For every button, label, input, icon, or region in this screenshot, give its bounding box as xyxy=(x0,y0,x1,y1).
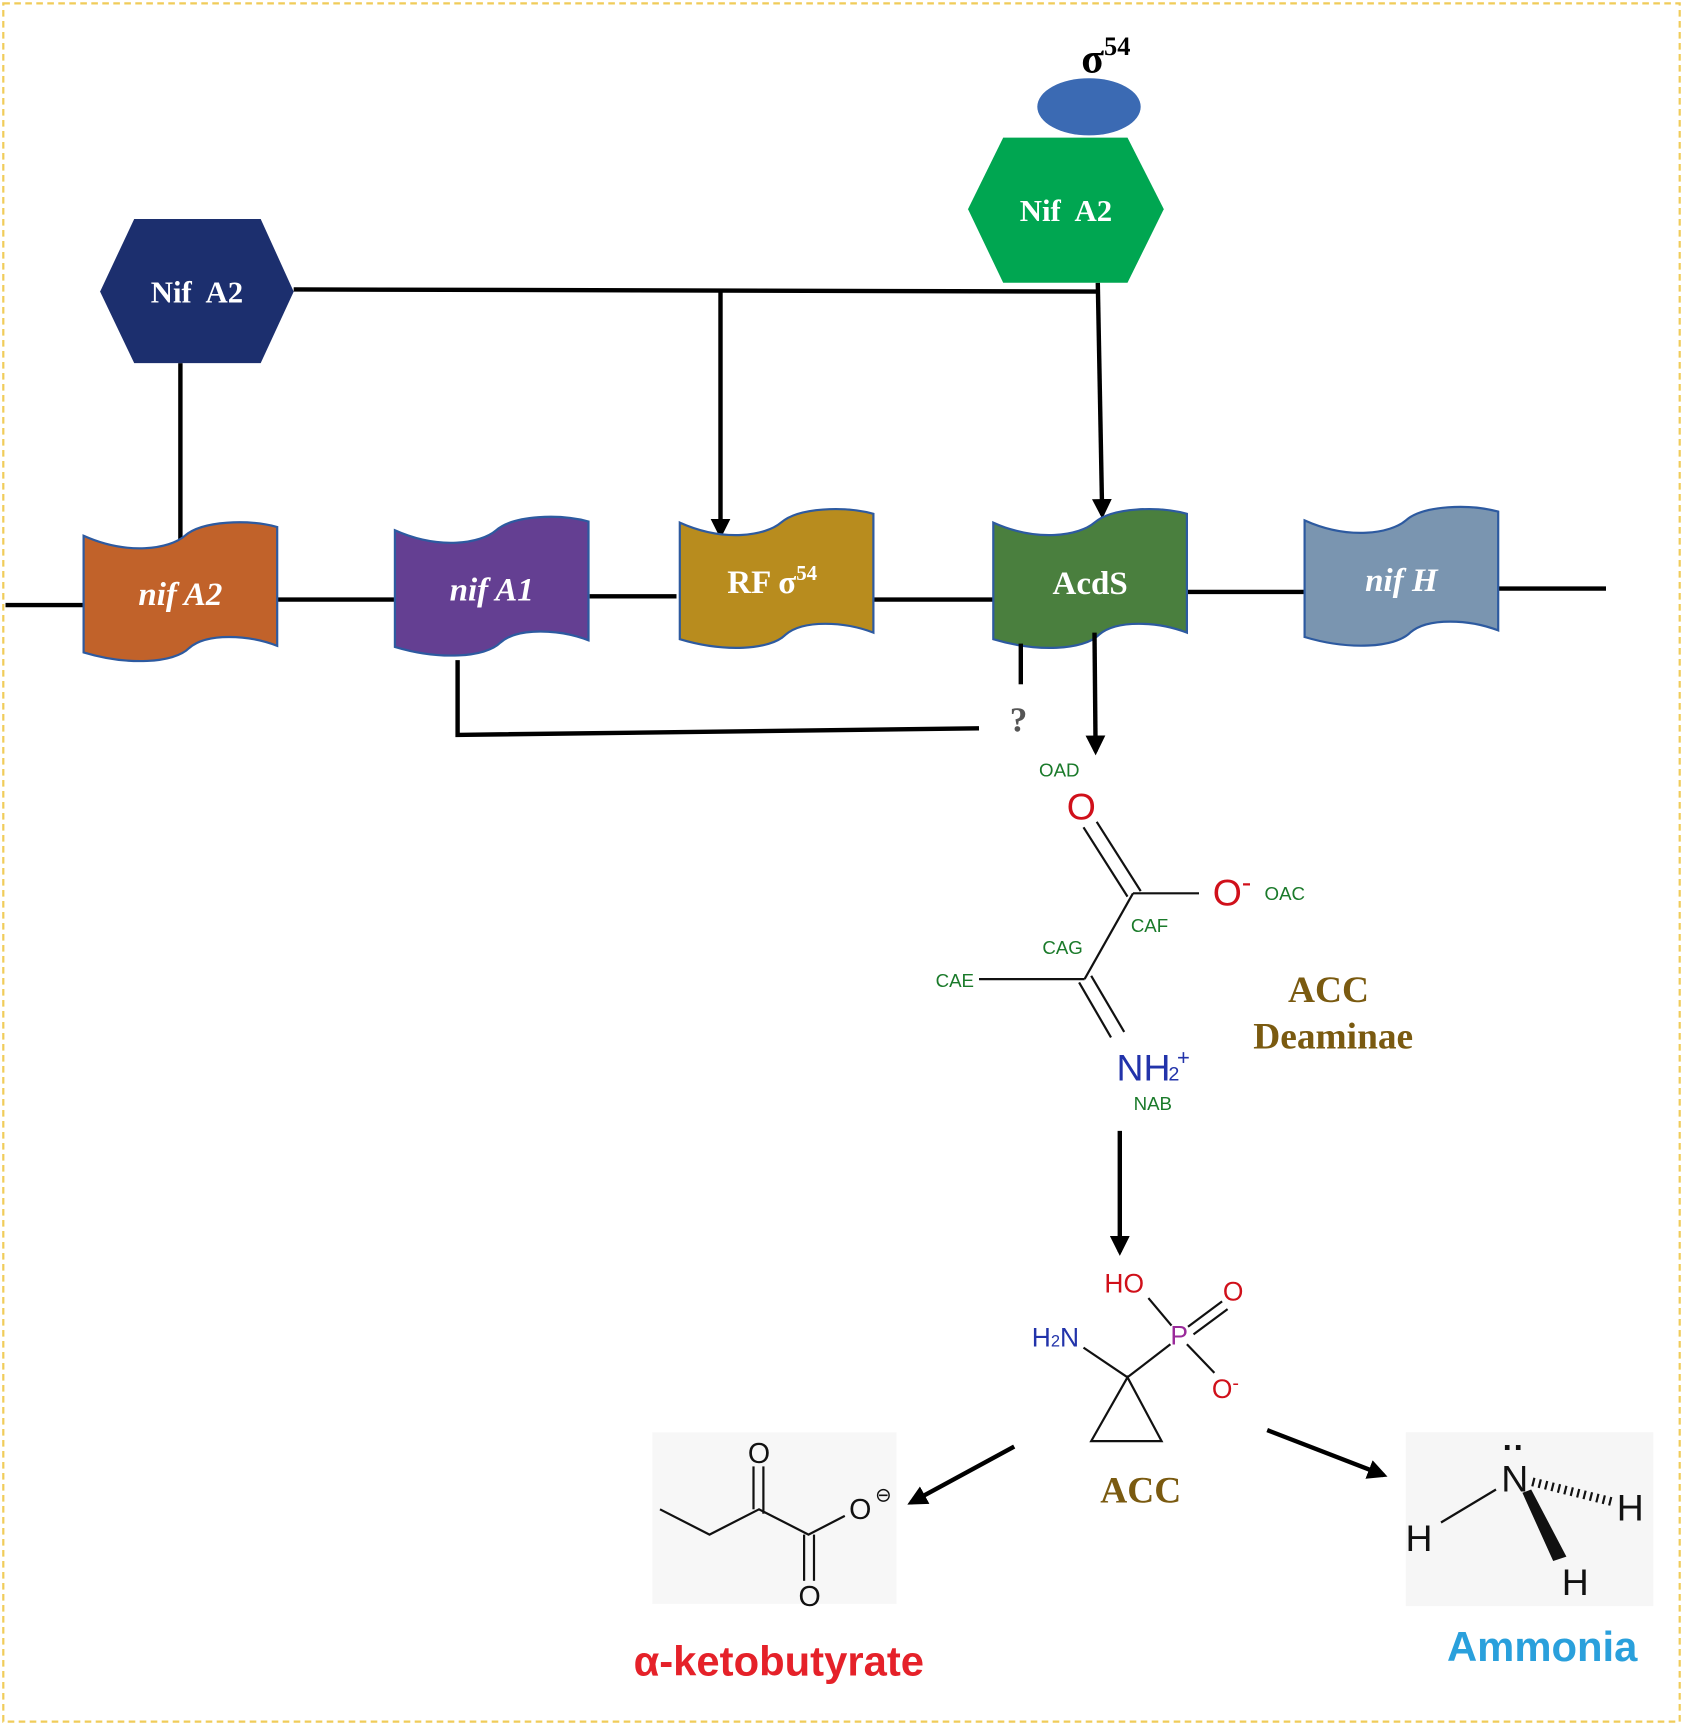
gene-rf-sigma54: RF σ54 xyxy=(678,508,875,649)
svg-text:O-: O- xyxy=(1212,1372,1239,1404)
svg-text:NH2: NH2 xyxy=(1116,1046,1179,1088)
svg-text:AcdS: AcdS xyxy=(1053,566,1128,602)
connector-line xyxy=(293,287,1101,294)
nifa2-right-label: Nif A2 xyxy=(1020,194,1112,228)
svg-text:O: O xyxy=(1223,1276,1244,1306)
svg-text:O: O xyxy=(1067,786,1096,828)
svg-text:H: H xyxy=(1562,1561,1589,1603)
svg-text:O-: O- xyxy=(1213,867,1252,913)
ketobutyrate-structure: O O ⊖ O xyxy=(652,1432,897,1613)
svg-text:OAD: OAD xyxy=(1039,760,1080,781)
svg-text:H: H xyxy=(1617,1486,1644,1528)
ketobutyrate-label: α-ketobutyrate xyxy=(634,1637,924,1684)
svg-text:N: N xyxy=(1501,1458,1528,1500)
svg-text:⊖: ⊖ xyxy=(875,1485,892,1507)
ammonia-structure: N ·· H H H xyxy=(1405,1429,1654,1607)
gene-nifA1: nif A1 xyxy=(393,515,590,657)
ammonia-label: Ammonia xyxy=(1447,1623,1638,1670)
svg-text:H: H xyxy=(1405,1517,1432,1559)
acc-label: ACC xyxy=(1100,1471,1181,1512)
svg-text:CAG: CAG xyxy=(1042,937,1083,958)
svg-text:··: ·· xyxy=(1503,1429,1525,1466)
gene-acds: AcdS xyxy=(992,508,1189,649)
svg-text:CAE: CAE xyxy=(936,970,974,991)
svg-text:H2N: H2N xyxy=(1032,1323,1079,1353)
svg-text:nif H: nif H xyxy=(1365,563,1439,599)
acc-structure: HO O H2N P O- xyxy=(1032,1269,1244,1443)
svg-text:nif A1: nif A1 xyxy=(450,573,534,609)
svg-text:HO: HO xyxy=(1104,1269,1144,1299)
svg-text:O: O xyxy=(798,1581,820,1613)
feedback-line xyxy=(455,660,980,738)
nifa2-protein-right: Nif A2 xyxy=(968,137,1164,283)
sigma54-label: σ54 xyxy=(1081,31,1130,83)
svg-text:nif A2: nif A2 xyxy=(138,577,222,613)
svg-text:OAC: OAC xyxy=(1265,883,1306,904)
dna-backbone xyxy=(5,586,1607,608)
iminopropanoate-structure: OAD O O- OAC CAF CAG CAE NH2 + NAB xyxy=(936,760,1305,1114)
enzyme-label: ACC Deaminae xyxy=(1253,970,1413,1057)
nifa2-protein-left: Nif A2 xyxy=(100,219,294,364)
svg-text:P: P xyxy=(1170,1320,1188,1350)
arrow-to-ammonia xyxy=(1266,1428,1388,1479)
svg-text:O: O xyxy=(748,1438,770,1470)
svg-text:RF σ54: RF σ54 xyxy=(727,561,817,601)
nifa2-left-label: Nif A2 xyxy=(151,276,243,310)
svg-text:+: + xyxy=(1177,1045,1190,1070)
gene-nifH: nif H xyxy=(1303,505,1500,647)
svg-text:O: O xyxy=(849,1494,871,1526)
arrow-to-acds xyxy=(1092,282,1112,519)
gene-nifA2: nif A2 xyxy=(82,521,279,663)
acds-product-arrow xyxy=(1085,632,1106,756)
svg-text:CAF: CAF xyxy=(1131,915,1168,936)
unknown-link-mark: ? xyxy=(1010,701,1028,740)
svg-text:NAB: NAB xyxy=(1134,1093,1172,1114)
sigma54-subunit xyxy=(1037,78,1141,136)
arrow-to-ketobutyrate xyxy=(907,1444,1016,1505)
